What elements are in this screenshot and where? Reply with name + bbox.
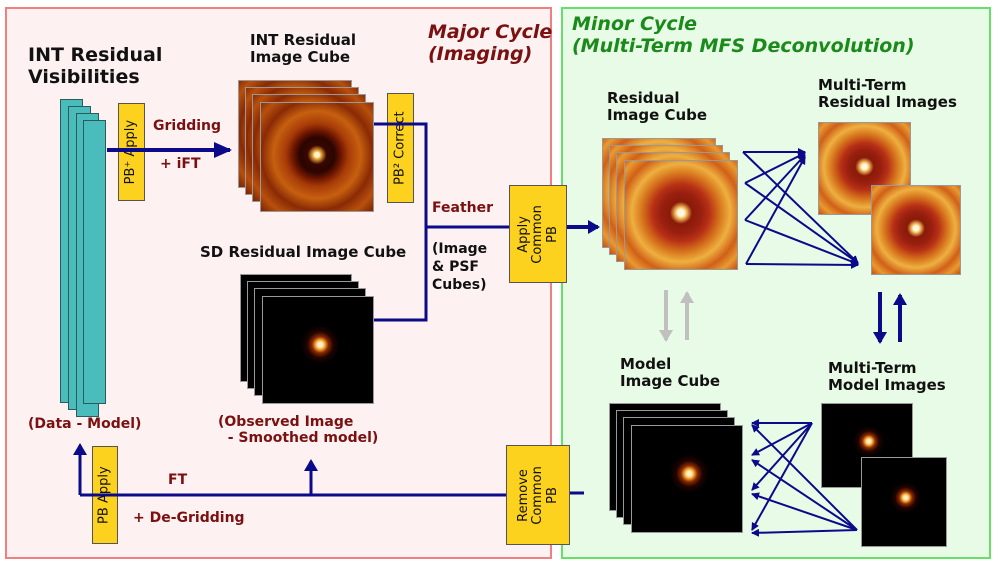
degridding-label: + De-Gridding (133, 510, 245, 526)
ift-label: + iFT (160, 156, 201, 172)
data-minus-model-caption: (Data - Model) (28, 416, 142, 432)
pb2-correct-box: PB² Correct (387, 93, 414, 203)
remove-common-pb-box: Remove Common PB (506, 445, 570, 545)
sd-caption: (Observed Image - Smoothed model) (218, 414, 379, 447)
sd-image-cube-label: SD Residual Image Cube (200, 243, 407, 261)
multi-term-model-image-1 (861, 457, 947, 547)
apply-common-pb-box: Apply Common PB (509, 185, 567, 283)
major-cycle-title: Major Cycle(Imaging) (428, 21, 553, 65)
ft-label: FT (168, 472, 188, 488)
minor-cycle-title: Minor Cycle(Multi-Term MFS Deconvolution… (572, 13, 915, 57)
model-cube-image (631, 425, 743, 533)
feather-label: Feather (432, 200, 493, 216)
pb-apply-box: PB Apply (92, 446, 118, 544)
gridding-label: Gridding (153, 118, 222, 134)
sd-cube-image (262, 296, 374, 404)
pb-plus-apply-box: PB⁺ Apply (118, 103, 145, 201)
int-cube-image (260, 102, 374, 212)
multi-term-residual-image-1 (871, 185, 961, 275)
residual-cube-image (624, 160, 738, 270)
visibility-column (83, 120, 106, 404)
